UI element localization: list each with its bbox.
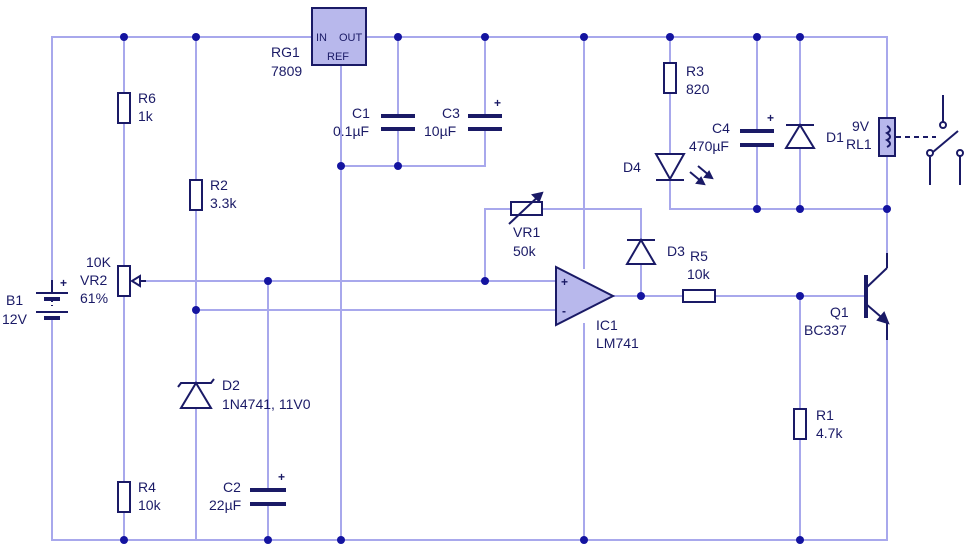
d1-ref: D1 [826, 129, 844, 145]
junction-dot [883, 205, 891, 213]
rl1-value: 9V [852, 118, 870, 134]
r3-ref: R3 [686, 63, 704, 79]
rg1-pin-out: OUT [339, 32, 363, 44]
relay-rl1: 9V RL1 [846, 95, 964, 185]
r2-ref: R2 [210, 177, 228, 193]
d3-ref: D3 [667, 243, 685, 259]
rl1-ref: RL1 [846, 136, 872, 152]
junction-dot [796, 33, 804, 41]
d2-ref: D2 [222, 377, 240, 393]
r1-value: 4.7k [816, 425, 843, 441]
rg1-ref: RG1 [271, 44, 300, 60]
junction-dot [120, 536, 128, 544]
junction-dots [120, 33, 891, 544]
resistor-r4: R4 10k [117, 479, 162, 513]
zener-diode-d2: D2 1N4741, 11V0 [177, 377, 311, 412]
resistor-r1: R1 4.7k [793, 407, 843, 441]
r5-ref: R5 [690, 248, 708, 264]
r3-value: 820 [686, 81, 710, 97]
wires [51, 36, 888, 541]
b1-ref: B1 [6, 292, 23, 308]
junction-dot [481, 277, 489, 285]
c2-plus-sign: + [278, 470, 285, 484]
vr2-ref: VR2 [80, 272, 107, 288]
junction-dot [192, 33, 200, 41]
c1-ref: C1 [352, 105, 370, 121]
c2-ref: C2 [223, 479, 241, 495]
variable-resistor-vr1: VR1 50k [508, 191, 544, 259]
opamp-ic1: + - IC1 LM741 [555, 265, 639, 351]
junction-dot [264, 277, 272, 285]
vr1-value: 50k [513, 243, 537, 259]
capacitor-c3: + C3 10µF [424, 96, 502, 139]
junction-dot [337, 536, 345, 544]
r2-value: 3.3k [210, 195, 237, 211]
r6-ref: R6 [138, 90, 156, 106]
junction-dot [637, 292, 645, 300]
vr2-value: 10K [86, 254, 112, 270]
junction-dot [796, 292, 804, 300]
rg1-pin-ref: REF [327, 51, 349, 63]
q1-value: BC337 [804, 322, 847, 338]
potentiometer-vr2: 10K VR2 61% [80, 254, 146, 306]
resistor-r2: R2 3.3k [189, 177, 237, 211]
junction-dot [796, 205, 804, 213]
resistor-r6: R6 1k [117, 90, 156, 124]
junction-dot [394, 33, 402, 41]
junction-dot [192, 306, 200, 314]
d2-value: 1N4741, 11V0 [222, 396, 311, 412]
c4-ref: C4 [712, 120, 730, 136]
resistor-r3: R3 820 [663, 62, 710, 97]
junction-dot [394, 162, 402, 170]
led-d4: D4 [623, 153, 714, 186]
c2-value: 22µF [209, 497, 241, 513]
junction-dot [481, 33, 489, 41]
d4-ref: D4 [623, 159, 641, 175]
r4-value: 10k [138, 497, 162, 513]
junction-dot [666, 33, 674, 41]
diode-d3: D3 [625, 238, 685, 265]
capacitor-c4: + C4 470µF [689, 111, 774, 154]
b1-value: 12V [2, 311, 28, 327]
resistor-r5: R5 10k [682, 248, 716, 303]
transistor-q1: Q1 BC337 [804, 253, 890, 340]
rg1-value: 7809 [271, 63, 302, 79]
r5-value: 10k [687, 266, 711, 282]
c3-plus-sign: + [494, 96, 501, 110]
junction-dot [264, 536, 272, 544]
ic1-pin-minus: - [562, 304, 566, 318]
junction-dot [580, 33, 588, 41]
capacitor-c2: + C2 22µF [209, 470, 286, 513]
c4-value: 470µF [689, 138, 729, 154]
c4-plus-sign: + [767, 111, 774, 125]
junction-dot [796, 536, 804, 544]
c3-ref: C3 [442, 105, 460, 121]
vr2-setting: 61% [80, 290, 108, 306]
r6-value: 1k [138, 108, 154, 124]
r4-ref: R4 [138, 479, 156, 495]
junction-dot [753, 205, 761, 213]
junction-dot [753, 33, 761, 41]
ic1-value: LM741 [596, 335, 639, 351]
junction-dot [337, 162, 345, 170]
q1-ref: Q1 [830, 304, 849, 320]
rg1-pin-in: IN [316, 32, 327, 44]
vr1-ref: VR1 [513, 224, 540, 240]
battery-b1: + B1 12V [2, 276, 68, 327]
diode-d1: D1 [784, 123, 844, 149]
r1-ref: R1 [816, 407, 834, 423]
regulator-rg1: IN OUT REF RG1 7809 [271, 7, 367, 79]
ic1-ref: IC1 [596, 317, 618, 333]
c3-value: 10µF [424, 123, 456, 139]
junction-dot [120, 33, 128, 41]
c1-value: 0.1µF [333, 123, 369, 139]
ic1-pin-plus: + [561, 275, 568, 289]
b1-plus-sign: + [60, 276, 67, 290]
junction-dot [580, 536, 588, 544]
capacitor-c1: C1 0.1µF [333, 105, 415, 139]
